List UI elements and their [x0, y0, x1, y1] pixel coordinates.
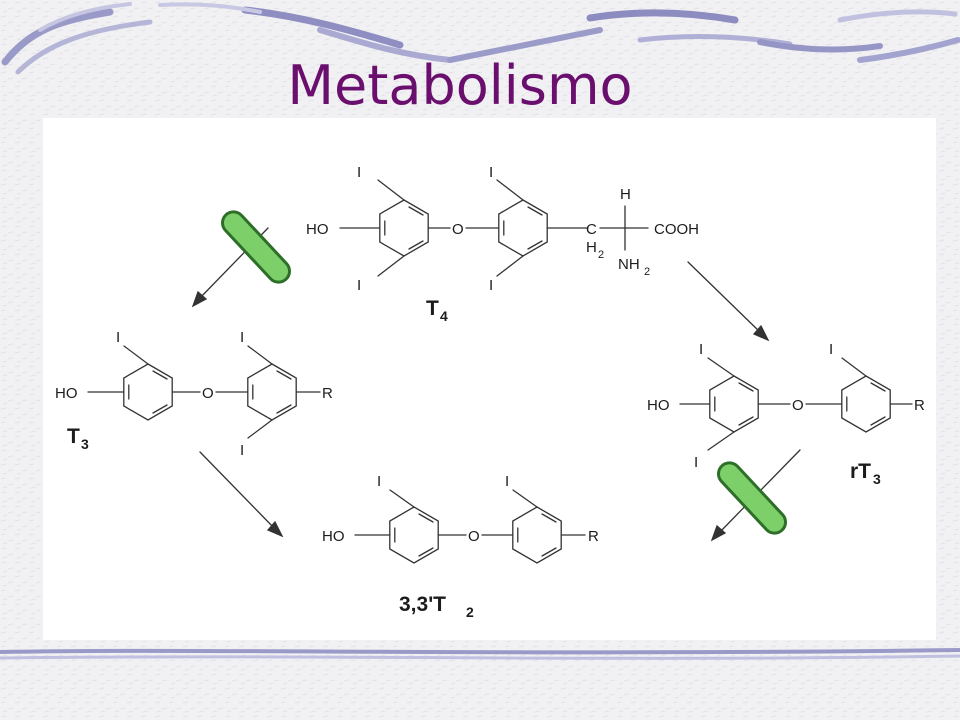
t3-ring-b: [247, 363, 297, 421]
rt3-iodine-1: I: [699, 341, 703, 358]
label-t3: T: [67, 425, 80, 448]
arrow-t4-to-rt3: [687, 261, 770, 342]
t4-amine: NH: [618, 256, 640, 273]
t2-iodine-1: I: [377, 473, 381, 490]
t4-hydroxyl: HO: [306, 221, 329, 238]
label-rt3-sub: 3: [873, 471, 881, 487]
rt3-iodine-3: I: [829, 341, 833, 358]
t4-carbon: C: [586, 221, 597, 238]
t3-iodine-3: I: [240, 442, 244, 459]
t3-r-group: R: [322, 385, 333, 402]
t4-ether-oxygen: O: [452, 221, 464, 238]
label-rt3: rT: [850, 460, 871, 483]
t4-amine-sub: 2: [644, 266, 650, 278]
t2-ring-a: [389, 506, 439, 564]
diagram-panel: I I HO O I I C H 2 H COOH NH 2 I HO O I …: [43, 118, 936, 640]
t3-hydroxyl: HO: [55, 385, 78, 402]
rt3-r-group: R: [914, 397, 925, 414]
t4-ring-a: [379, 199, 429, 257]
t4-iodine-2: I: [357, 277, 361, 294]
label-t2: 3,3'T: [399, 593, 446, 616]
label-t4-sub: 4: [440, 308, 448, 324]
t4-alpha-hydrogen: H: [620, 186, 631, 203]
bottom-decorative-rule: [0, 648, 960, 660]
t4-ch2-sub: 2: [598, 249, 604, 261]
thyroid-metabolism-diagram: I I HO O I I C H 2 H COOH NH 2 I HO O I …: [55, 164, 925, 620]
t4-ch2-h: H: [586, 239, 597, 256]
inhibitor-capsule-left: [220, 210, 292, 284]
t4-iodine-1: I: [357, 164, 361, 181]
rt3-hydroxyl: HO: [647, 397, 670, 414]
t3-iodine-2: I: [240, 329, 244, 346]
t4-ring-b: [498, 199, 548, 257]
t2-r-group: R: [588, 528, 599, 545]
rt3-ring-a: [709, 375, 759, 433]
label-t4: T: [426, 297, 439, 320]
t2-ether-oxygen: O: [468, 528, 480, 545]
t3-ring-a: [123, 363, 173, 421]
t3-iodine-1: I: [116, 329, 120, 346]
t2-hydroxyl: HO: [322, 528, 345, 545]
t4-molecule: [339, 179, 649, 277]
rt3-ring-b: [841, 375, 891, 433]
rt3-ether-oxygen: O: [792, 397, 804, 414]
t2-iodine-2: I: [505, 473, 509, 490]
rt3-iodine-2: I: [694, 454, 698, 471]
t3-molecule: [87, 345, 321, 439]
inhibitor-capsule-right: [716, 461, 788, 535]
label-t2-sub: 2: [466, 604, 474, 620]
t2-ring-b: [512, 506, 562, 564]
slide-title: Metabolismo: [287, 54, 633, 117]
rt3-molecule: [679, 357, 913, 451]
label-t3-sub: 3: [81, 436, 89, 452]
t4-iodine-3: I: [489, 164, 493, 181]
t4-iodine-4: I: [489, 277, 493, 294]
arrow-t3-to-t2: [199, 451, 284, 538]
t4-carboxyl: COOH: [654, 221, 699, 238]
t2-molecule: [354, 489, 586, 564]
t3-ether-oxygen: O: [202, 385, 214, 402]
